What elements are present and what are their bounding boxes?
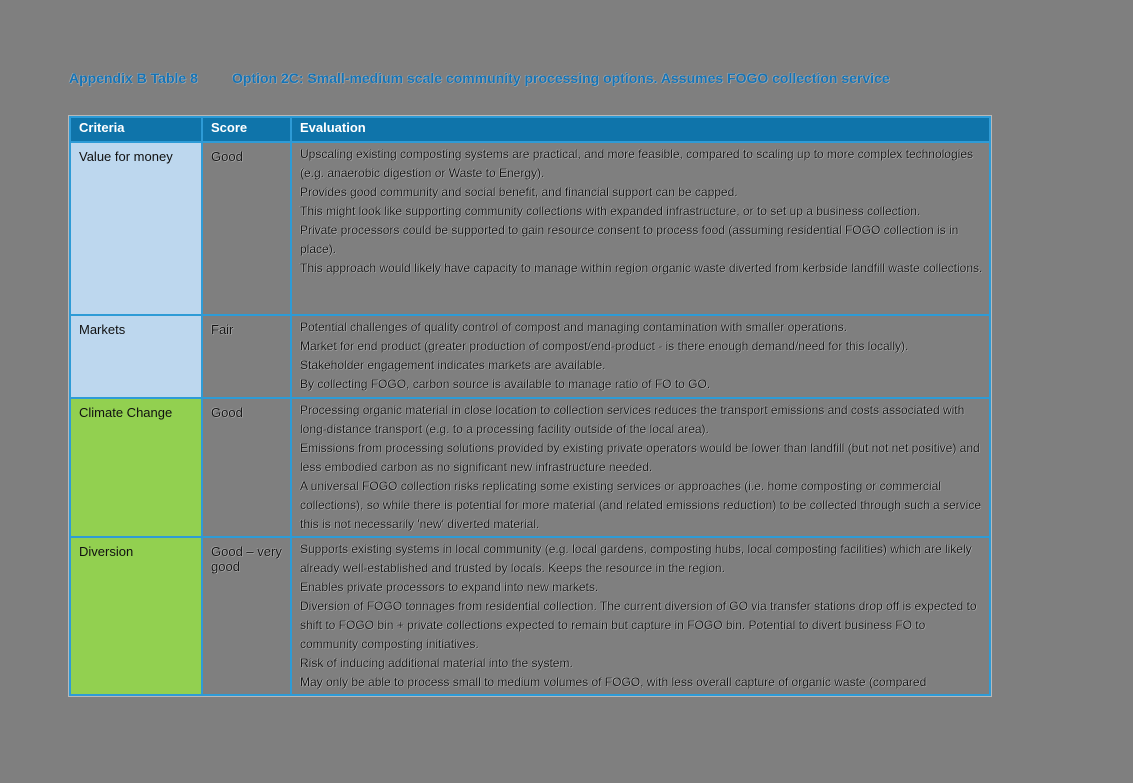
evaluation-paragraph: Provides good community and social benef… [300, 185, 738, 199]
evaluation-climate-change: Processing organic material in close loc… [290, 397, 991, 538]
header-evaluation: Evaluation [290, 116, 991, 143]
table-row: Climate Change Good Processing organic m… [69, 397, 991, 538]
evaluation-paragraph: Processing organic material in close loc… [300, 403, 965, 436]
evaluation-paragraph: Stakeholder engagement indicates markets… [300, 358, 606, 372]
score-diversion: Good – very good [201, 536, 292, 696]
table-row: Diversion Good – very good Supports exis… [69, 536, 991, 696]
evaluation-table: Criteria Score Evaluation Value for mone… [69, 116, 991, 696]
evaluation-paragraph: This might look like supporting communit… [300, 204, 921, 218]
evaluation-paragraph: Emissions from processing solutions prov… [300, 441, 980, 474]
evaluation-paragraph: By collecting FOGO, carbon source is ava… [300, 377, 711, 391]
criteria-climate-change: Climate Change [69, 397, 203, 538]
evaluation-paragraph: Risk of inducing additional material int… [300, 656, 573, 670]
criteria-diversion: Diversion [69, 536, 203, 696]
evaluation-value-for-money: Upscaling existing composting systems ar… [290, 141, 991, 316]
criteria-value-for-money: Value for money [69, 141, 203, 316]
evaluation-paragraph: Upscaling existing composting systems ar… [300, 147, 973, 180]
table-number-label: Appendix B Table 8 [69, 70, 198, 86]
evaluation-paragraph: Market for end product (greater producti… [300, 339, 909, 353]
evaluation-paragraph: This approach would likely have capacity… [300, 261, 983, 275]
evaluation-paragraph: Potential challenges of quality control … [300, 320, 847, 334]
evaluation-diversion: Supports existing systems in local commu… [290, 536, 991, 696]
score-markets: Fair [201, 314, 292, 399]
score-climate-change: Good [201, 397, 292, 538]
page-title: Appendix B Table 8 Option 2C: Small-mediu… [69, 70, 890, 86]
header-score: Score [201, 116, 292, 143]
score-value-for-money: Good [201, 141, 292, 316]
evaluation-paragraph: A universal FOGO collection risks replic… [300, 479, 981, 531]
table-row: Value for money Good Upscaling existing … [69, 141, 991, 316]
evaluation-paragraph: Diversion of FOGO tonnages from resident… [300, 599, 977, 651]
table-caption: Option 2C: Small-medium scale community … [232, 70, 890, 86]
evaluation-paragraph: Supports existing systems in local commu… [300, 542, 972, 575]
evaluation-paragraph: Enables private processors to expand int… [300, 580, 599, 594]
table-row: Markets Fair Potential challenges of qua… [69, 314, 991, 399]
table-header-row: Criteria Score Evaluation [69, 116, 991, 143]
header-criteria: Criteria [69, 116, 203, 143]
evaluation-markets: Potential challenges of quality control … [290, 314, 991, 399]
evaluation-paragraph: Private processors could be supported to… [300, 223, 959, 256]
criteria-markets: Markets [69, 314, 203, 399]
evaluation-paragraph: May only be able to process small to med… [300, 675, 927, 689]
